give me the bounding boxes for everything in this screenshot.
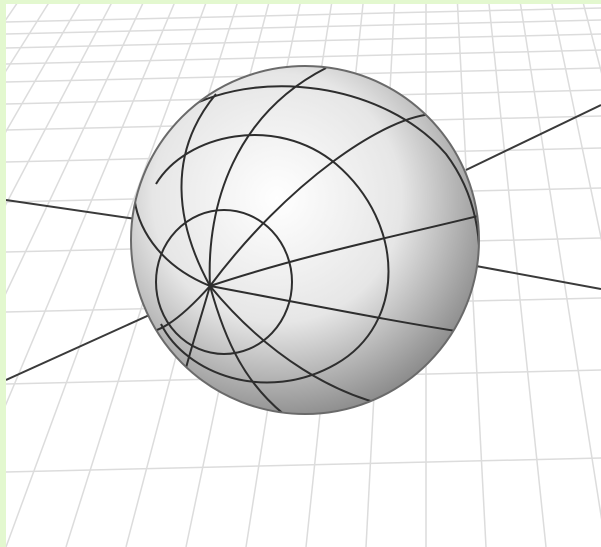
viewport-canvas[interactable] bbox=[6, 4, 601, 547]
3d-viewport[interactable] bbox=[6, 4, 601, 547]
sphere-surface[interactable] bbox=[131, 66, 479, 414]
